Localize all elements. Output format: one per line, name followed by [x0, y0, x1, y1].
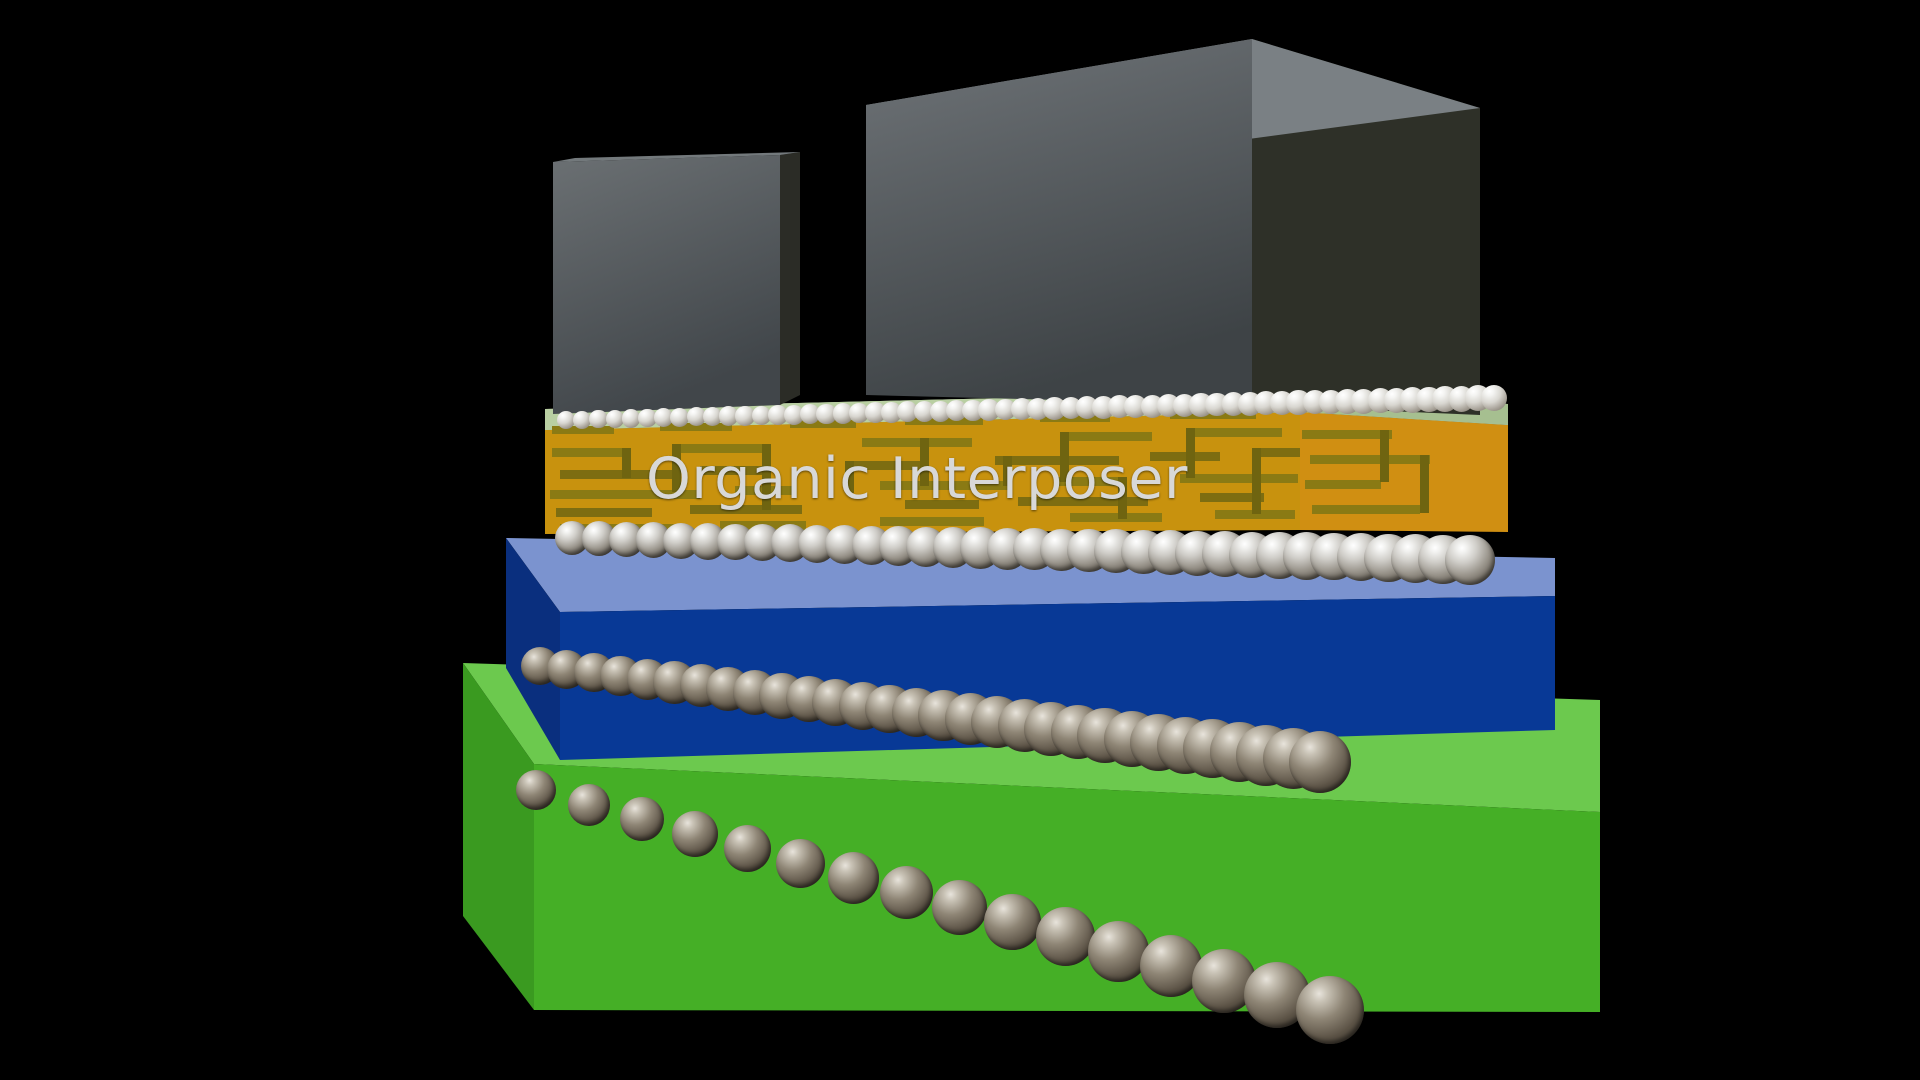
microbump	[881, 401, 902, 423]
board-bga-solder-ball	[880, 866, 934, 920]
die-left-side-face	[780, 152, 800, 405]
bga-solder-ball	[1289, 731, 1351, 793]
microbump	[946, 400, 968, 422]
microbump	[670, 407, 690, 427]
microbump	[573, 410, 592, 429]
board-bga-solder-ball	[1140, 934, 1203, 998]
die-right-side-face	[1252, 39, 1480, 415]
board-bga-solder-ball	[1036, 907, 1095, 966]
microbump	[832, 403, 853, 424]
microbump	[800, 404, 821, 425]
microbump	[686, 407, 706, 427]
microbump	[783, 404, 804, 425]
microbump	[735, 405, 755, 426]
die-right	[866, 39, 1480, 415]
board-bga-solder-ball	[828, 852, 880, 904]
microbump	[962, 399, 984, 422]
microbump	[897, 401, 919, 423]
board-bga-solder-ball	[620, 797, 664, 842]
die-left-top-face	[553, 152, 800, 162]
microbump	[816, 403, 837, 424]
pcb-left-face	[463, 663, 534, 1010]
microbump	[913, 400, 935, 423]
microbump	[848, 402, 870, 424]
microbump	[929, 400, 952, 422]
microbump	[1481, 385, 1507, 411]
microbump	[638, 408, 657, 428]
interposer-routing-side	[1302, 430, 1430, 514]
board-bga-solder-ball	[516, 770, 556, 810]
microbump	[865, 402, 886, 423]
microbump	[589, 410, 608, 429]
board-bga-solder-ball	[724, 824, 772, 873]
interposer-right-face	[1300, 412, 1508, 532]
microbump	[702, 406, 723, 427]
microbump	[719, 406, 739, 426]
die-left	[553, 152, 800, 414]
microbump	[557, 411, 575, 429]
pcb-front-face	[534, 764, 1600, 1012]
die-right-front-face	[866, 39, 1252, 405]
microbump	[654, 408, 674, 428]
board-bga-solder-ball	[776, 838, 826, 888]
board-bga-solder-ball	[1088, 921, 1149, 982]
board-bga-solder-ball	[984, 893, 1041, 951]
board-bga-solder-ball	[568, 783, 610, 826]
board-bga-solder-ball	[932, 879, 987, 935]
microbump	[605, 409, 625, 429]
microbump	[978, 399, 1001, 421]
microbump	[751, 405, 772, 426]
microbump	[621, 409, 641, 428]
board-bga-solder-ball	[1296, 976, 1364, 1044]
board-bga-solder-ball	[672, 811, 718, 857]
c4-solder-ball	[1445, 535, 1495, 585]
microbump	[767, 405, 788, 425]
die-left-front-face	[553, 155, 780, 414]
